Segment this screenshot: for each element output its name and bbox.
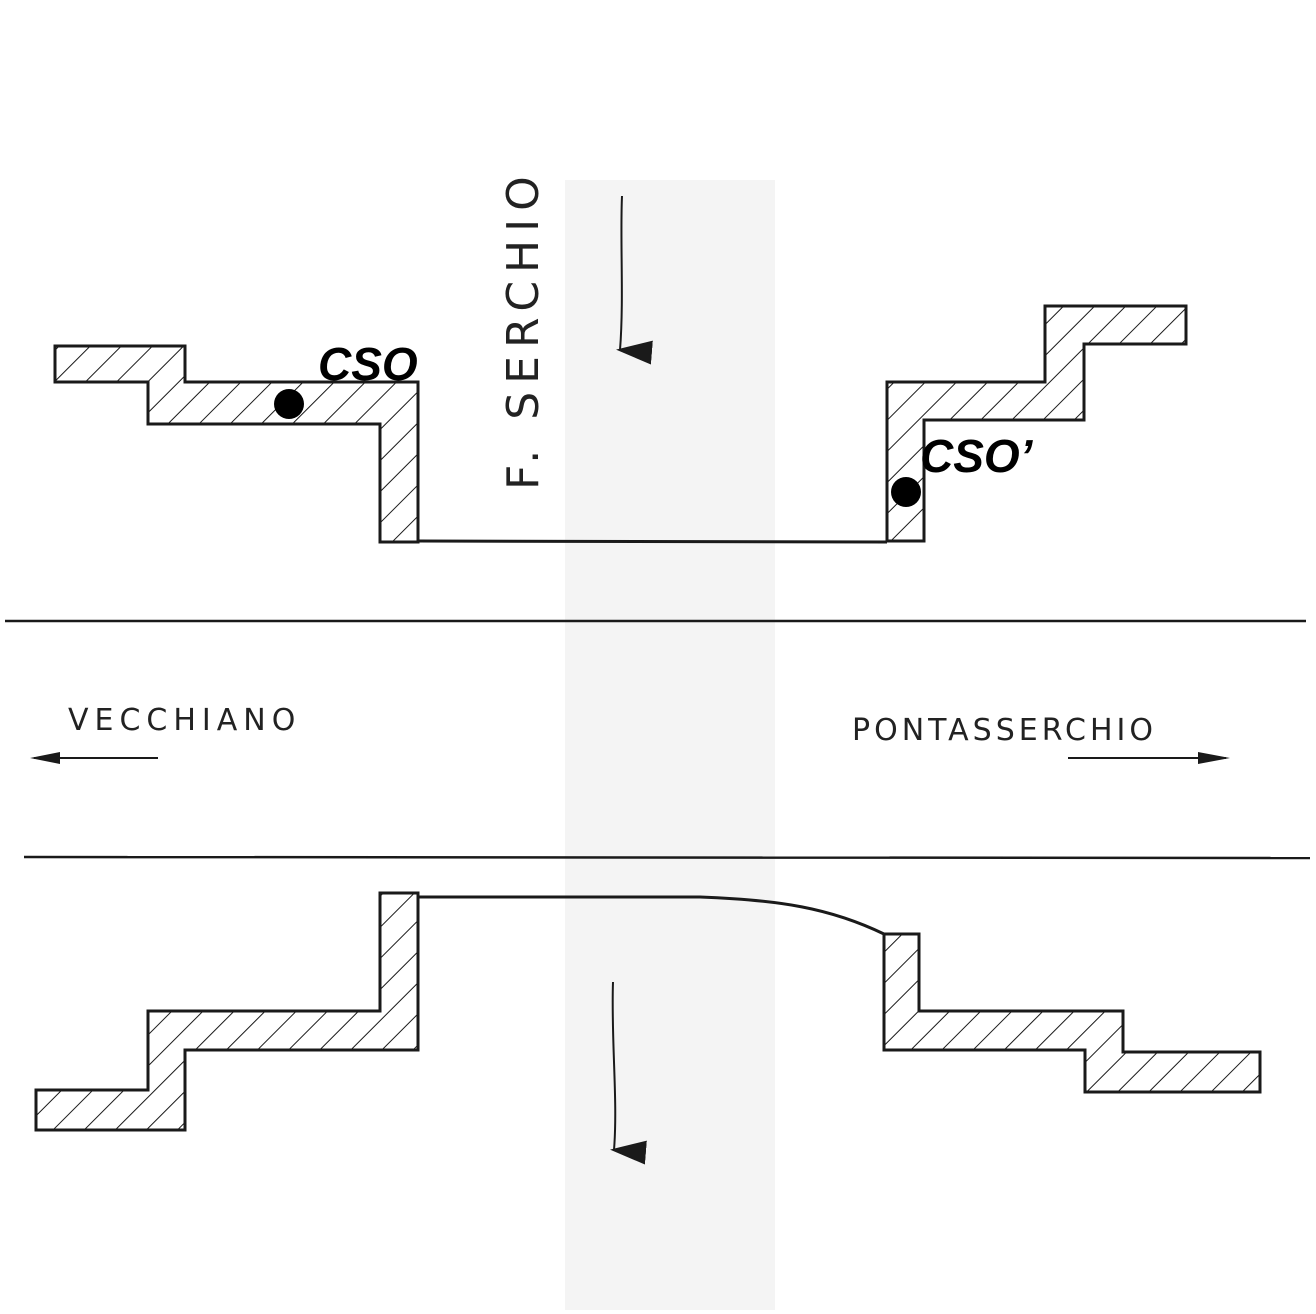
cso-left-marker bbox=[274, 389, 304, 419]
cso-left-label: CSO bbox=[318, 338, 418, 390]
cso-right-label: CSO’ bbox=[920, 430, 1034, 482]
lower-flow-arrow-icon bbox=[610, 981, 647, 1165]
upper-right-bank bbox=[885, 304, 1188, 543]
upper-left-bank bbox=[53, 344, 420, 544]
road-edge-bottom bbox=[23, 855, 1311, 860]
paper-fold-shade bbox=[565, 180, 775, 1310]
cso-right-marker bbox=[891, 477, 921, 507]
town-right-label: PONTASSERCHIO bbox=[852, 713, 1157, 748]
lower-right-bank bbox=[882, 932, 1262, 1094]
lower-left-bank bbox=[34, 891, 420, 1132]
lower-river-bank-line bbox=[418, 895, 885, 936]
upper-river-bed-line bbox=[417, 539, 888, 544]
upper-flow-arrow-icon bbox=[616, 195, 653, 365]
river-label: F. SERCHIO bbox=[498, 168, 549, 490]
town-left-label: VECCHIANO bbox=[68, 703, 301, 738]
